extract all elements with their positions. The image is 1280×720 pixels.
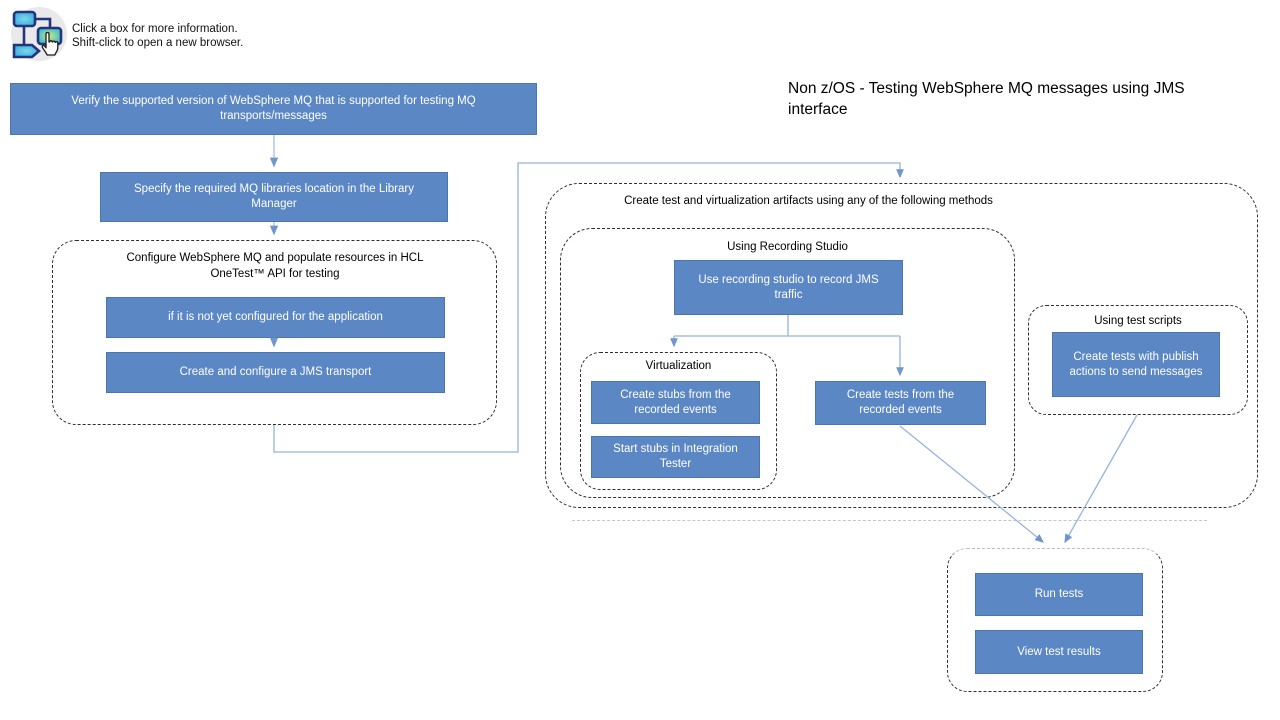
node-create-jms-transport[interactable]: Create and configure a JMS transport: [106, 352, 445, 393]
icon-hexagon: [12, 43, 41, 59]
icon-box-top: [12, 10, 37, 28]
flowchart-click-icon: [11, 7, 67, 61]
node-create-tests-from-recorded[interactable]: Create tests from the recorded events: [815, 381, 986, 425]
node-create-tests-publish[interactable]: Create tests with publish actions to sen…: [1052, 332, 1220, 397]
node-view-test-results[interactable]: View test results: [975, 630, 1143, 674]
node-run-tests[interactable]: Run tests: [975, 573, 1143, 616]
group-create-artifacts-title: Create test and virtualization artifacts…: [624, 195, 993, 207]
group-virtualization-title: Virtualization: [645, 360, 712, 372]
node-create-stubs[interactable]: Create stubs from the recorded events: [591, 381, 760, 424]
instructions-text: Click a box for more information. Shift-…: [72, 22, 243, 50]
hand-cursor-icon: [41, 31, 59, 56]
group-run-view-results: [947, 548, 1163, 692]
page-title: Non z/OS - Testing WebSphere MQ messages…: [788, 80, 1185, 118]
group-using-test-scripts: Using test scripts: [1028, 305, 1248, 415]
instructions-line-2: Shift-click to open a new browser.: [72, 37, 244, 49]
node-verify-supported-version[interactable]: Verify the supported version of WebSpher…: [10, 83, 537, 135]
node-specify-mq-libraries[interactable]: Specify the required MQ libraries locati…: [100, 172, 448, 222]
instructions-line-1: Click a box for more information.: [72, 23, 238, 35]
node-start-stubs[interactable]: Start stubs in Integration Tester: [591, 436, 760, 478]
group-using-recording-studio-title: Using Recording Studio: [727, 241, 848, 253]
node-if-not-configured[interactable]: if it is not yet configured for the appl…: [106, 297, 445, 338]
node-use-recording-studio[interactable]: Use recording studio to record JMS traff…: [674, 260, 903, 315]
group-using-test-scripts-title: Using test scripts: [1094, 315, 1182, 327]
group-configure-websphere-title: Configure WebSphere MQ and populate reso…: [126, 252, 424, 280]
gray-dashed-divider: [572, 520, 1207, 521]
